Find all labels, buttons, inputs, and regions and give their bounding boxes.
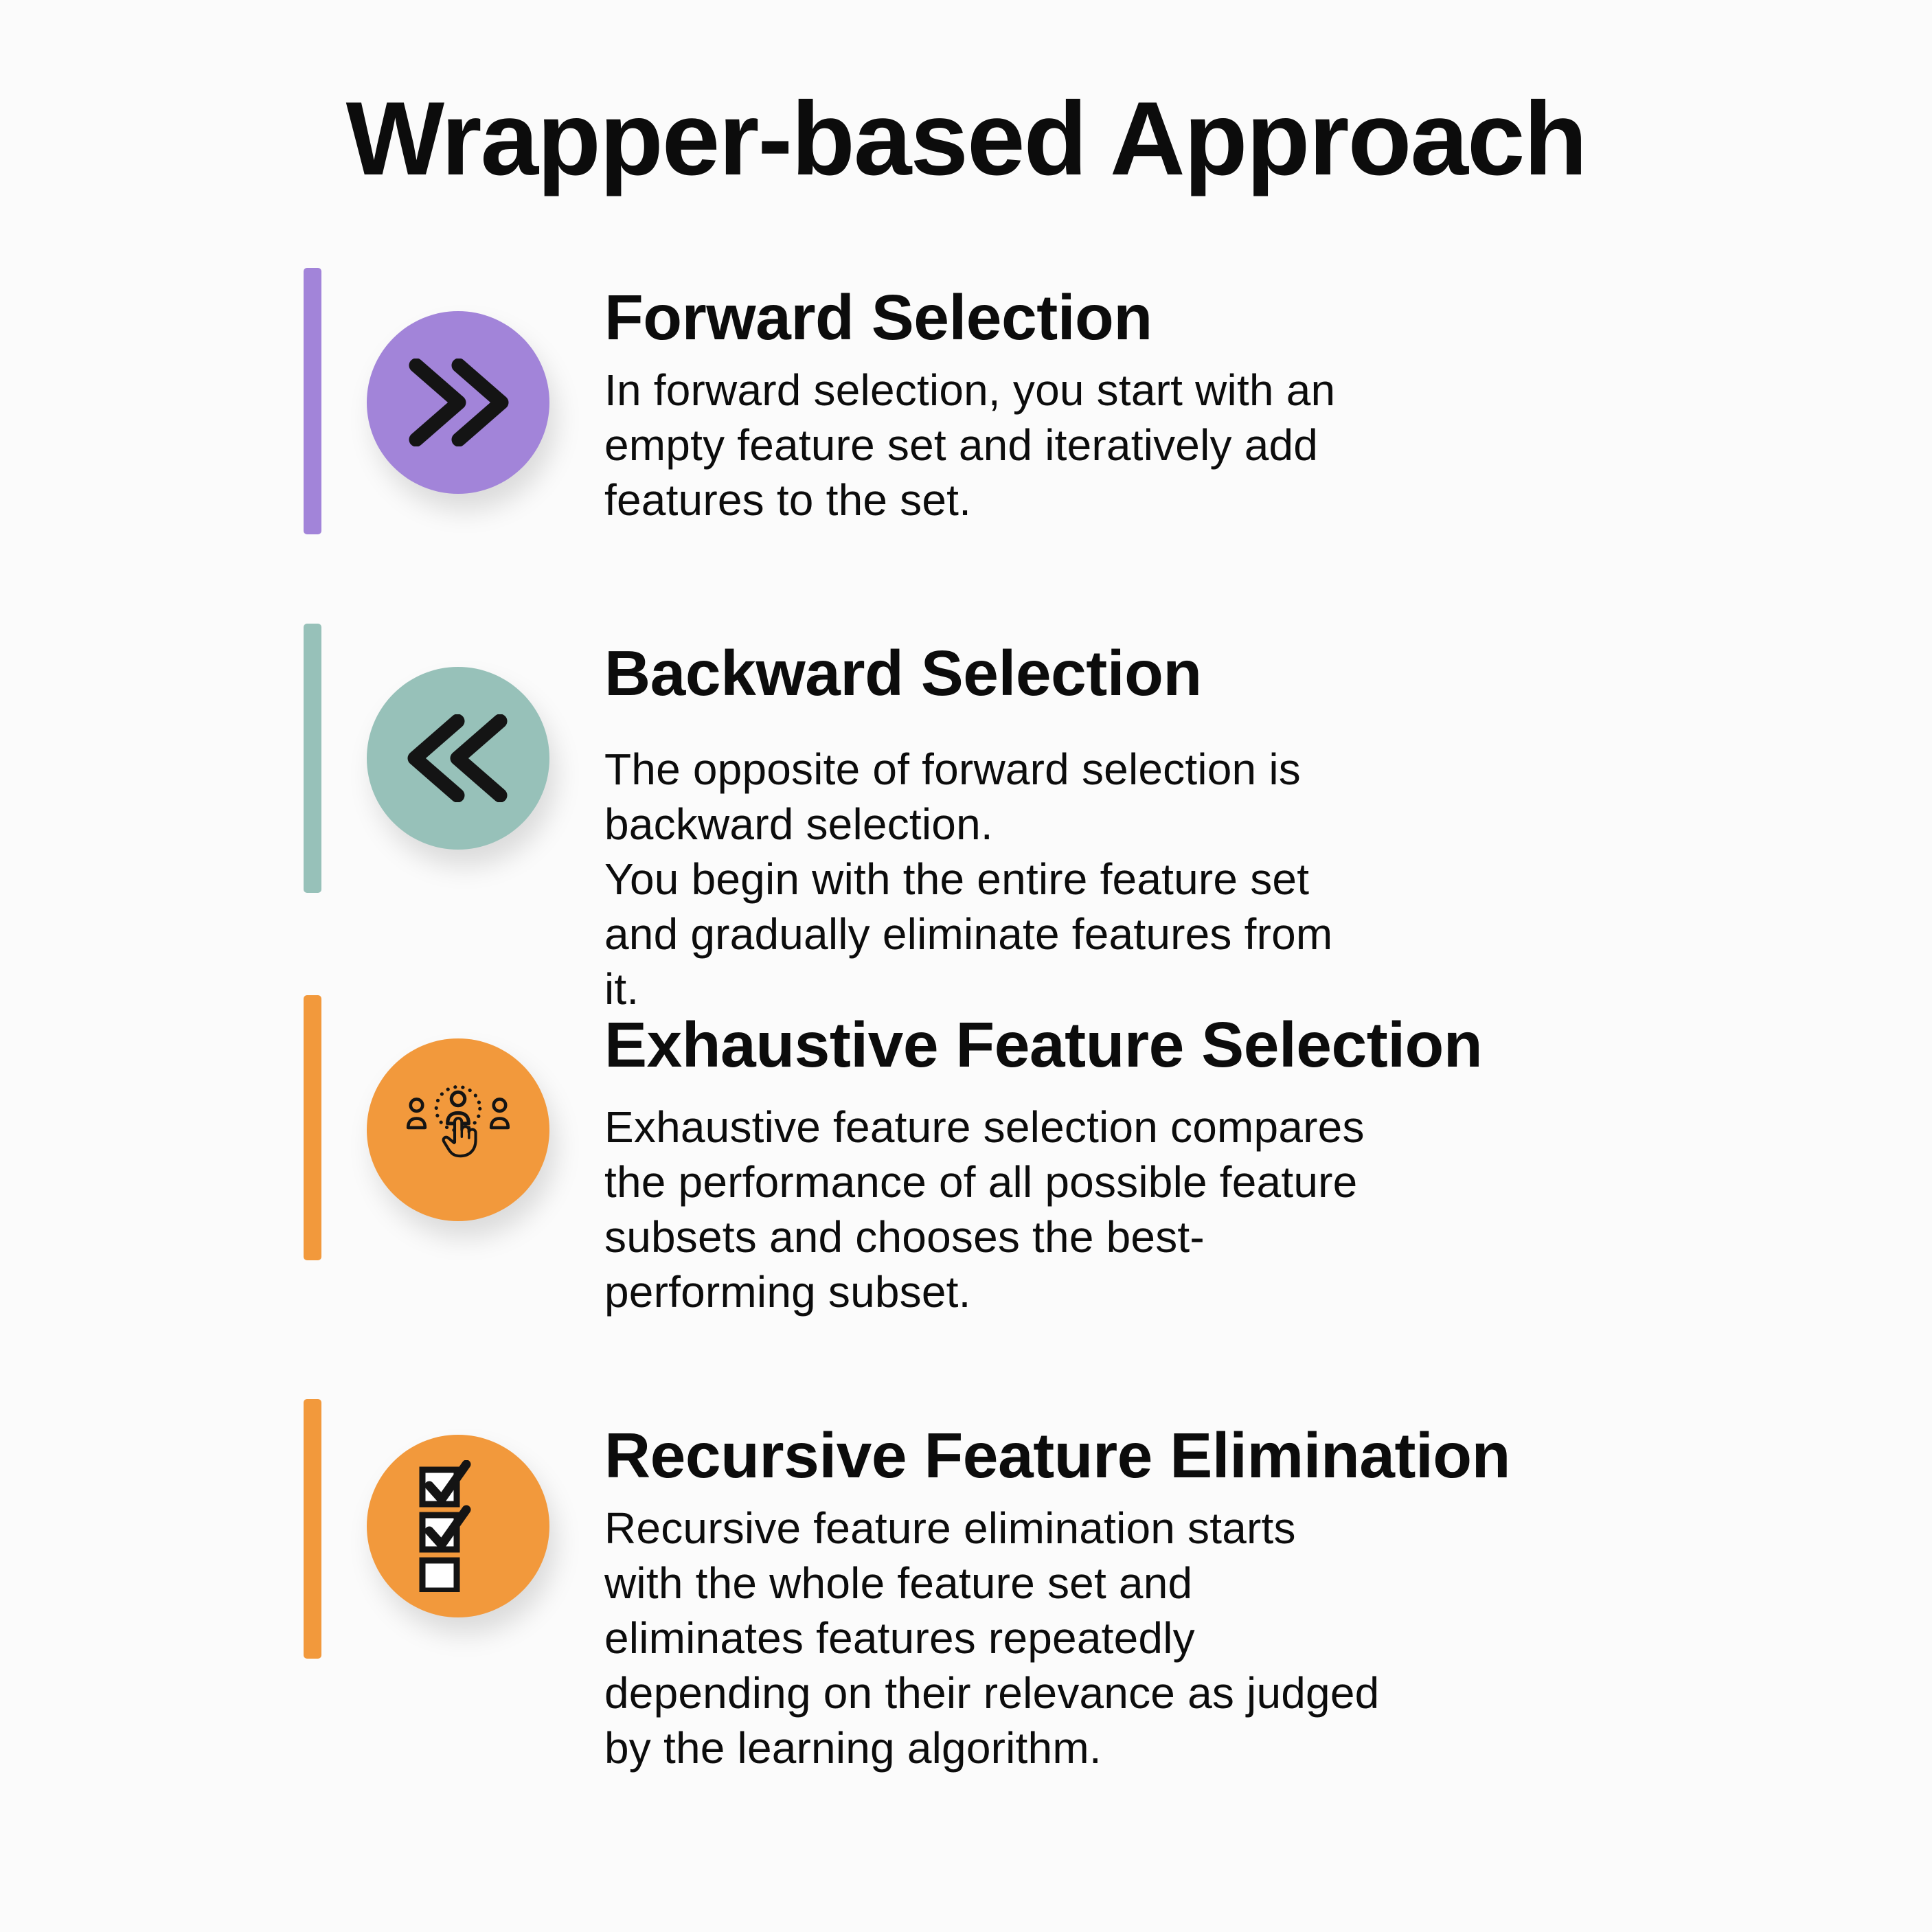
section-body: The opposite of forward selection is bac… (604, 745, 1301, 849)
section-body: You begin with the entire feature set an… (604, 854, 1333, 1014)
double-chevron-left-icon (407, 714, 510, 802)
page-title: Wrapper-based Approach (345, 80, 1588, 197)
forward-selection-badge (367, 311, 549, 494)
section-content: Forward Selection In forward selection, … (604, 283, 1648, 527)
section-body: Exhaustive feature selection compares th… (604, 1102, 1365, 1317)
person-selection-icon (402, 1083, 514, 1177)
checklist-icon (413, 1460, 503, 1592)
section-heading: Backward Selection (604, 637, 1202, 709)
accent-bar (304, 1399, 321, 1659)
section-heading: Exhaustive Feature Selection (604, 1009, 1483, 1080)
section-content: Exhaustive Feature Selection Exhaustive … (604, 1010, 1648, 1319)
section-content: Recursive Feature Elimination Recursive … (604, 1421, 1648, 1775)
backward-selection-badge (367, 667, 549, 850)
accent-bar (304, 995, 321, 1260)
section-heading: Recursive Feature Elimination (604, 1420, 1510, 1491)
recursive-feature-elimination-badge (367, 1435, 549, 1617)
section-content: Backward Selection The opposite of forwa… (604, 639, 1648, 1016)
section-body: Recursive feature elimination starts wit… (604, 1503, 1380, 1773)
double-chevron-right-icon (407, 359, 510, 446)
section-heading: Forward Selection (604, 282, 1152, 353)
exhaustive-feature-selection-badge (367, 1038, 549, 1221)
section-body: In forward selection, you start with an … (604, 365, 1336, 525)
accent-bar (304, 624, 321, 893)
accent-bar (304, 268, 321, 534)
